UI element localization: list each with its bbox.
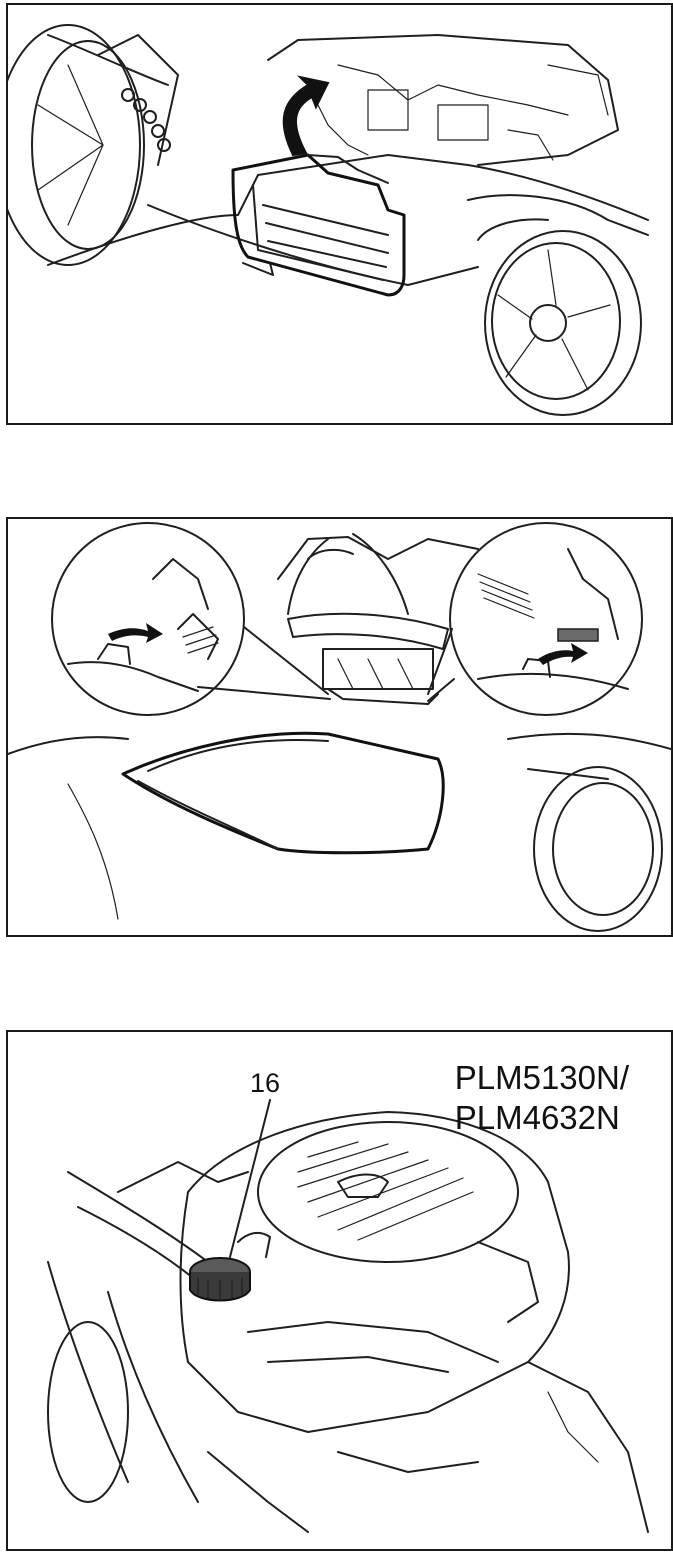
- handle-pivot: [97, 34, 179, 166]
- grass-bag-illustration: [8, 522, 671, 932]
- detail-left: [51, 522, 331, 716]
- model-label-line-1: PLM5130N/: [454, 1059, 629, 1096]
- engine-top-illustration: [47, 1099, 649, 1533]
- hand: [287, 533, 409, 615]
- model-label-line-2: PLM4632N: [454, 1099, 620, 1136]
- right-wheel: [533, 766, 663, 932]
- callout-leader-line: [229, 1099, 271, 1258]
- model-label: PLM5130N/ PLM4632N: [455, 1058, 629, 1138]
- callout-number: 16: [250, 1068, 281, 1098]
- bag-hooks: [322, 648, 439, 705]
- rear-flap: [231, 153, 406, 297]
- detail-right: [427, 522, 643, 716]
- grass-bag: [121, 731, 445, 855]
- hook-arrow-right-icon: [538, 643, 588, 665]
- figure-fuel-cap: 16 PLM5130N/ PLM4632N: [6, 1030, 673, 1551]
- hook-arrow-left-icon: [108, 623, 163, 643]
- figure-lift-rear-flap: [6, 3, 673, 425]
- lift-arrow-icon: [282, 75, 330, 157]
- mower-deck: [47, 154, 649, 286]
- right-front-wheel: [467, 194, 649, 416]
- fuel-cap-icon: [189, 1231, 271, 1302]
- engine-shroud: [179, 1111, 570, 1433]
- left-rear-wheel: [8, 24, 145, 266]
- lawnmower-rear-illustration: [8, 24, 649, 416]
- figure-attach-grass-bag: [6, 517, 673, 937]
